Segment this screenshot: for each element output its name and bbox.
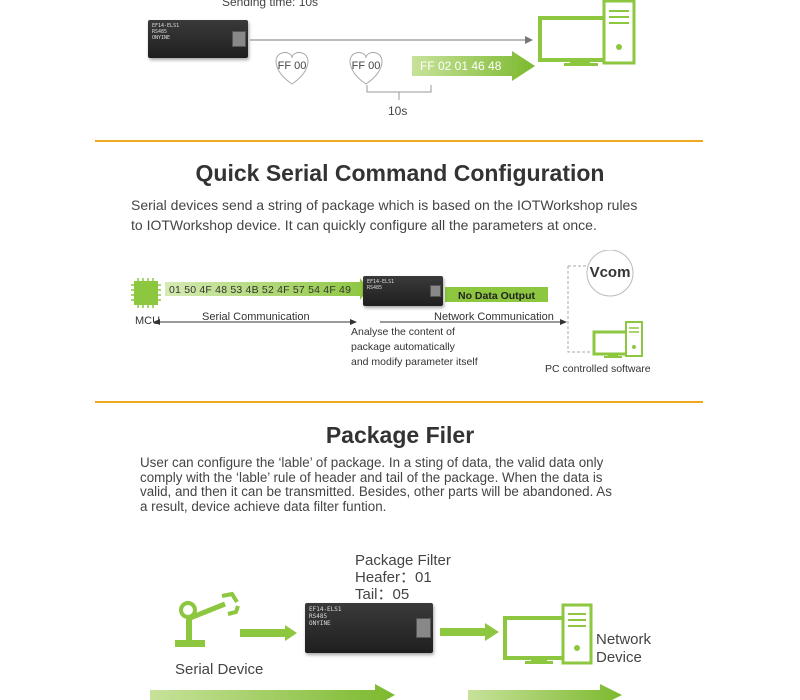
analyse-line: package automatically: [351, 341, 455, 353]
bubble-text: FF 00: [351, 60, 381, 72]
analyse-line: Analyse the content of: [351, 326, 455, 338]
description-line: to IOTWorkshop device. It can quickly co…: [131, 217, 597, 233]
serial-comm-label: Serial Communication: [202, 311, 310, 323]
section-divider: [95, 401, 703, 403]
filter-tail: Tail：05: [355, 586, 410, 603]
filter-title: Package Filter: [355, 552, 451, 569]
network-device-line: Network: [596, 631, 652, 648]
bubble-text: FF 00: [277, 60, 307, 72]
description-line: valid, and then it can be transmitted. B…: [140, 484, 612, 499]
serial-device-label: Serial Device: [175, 661, 264, 678]
section2-graphics: [131, 250, 643, 358]
vcom-circle-icon: [586, 250, 634, 297]
network-device-line: Device: [596, 649, 642, 666]
section-description: Serial devices send a string of package …: [131, 195, 637, 235]
pc-monitor-icon: [503, 603, 593, 665]
heart-bubble-icon: [349, 52, 383, 85]
mcu-label: MCU: [135, 315, 161, 327]
description-line: Serial devices send a string of package …: [131, 197, 638, 213]
network-device-label: Network Device: [596, 631, 651, 667]
section-divider: [95, 140, 703, 142]
description-line: comply with the ‘lable’ rule of header a…: [140, 469, 603, 485]
pc-software-label: PC controlled software: [545, 363, 651, 375]
filter-header: Heafer：01: [355, 569, 432, 586]
description-line: User can configure the ‘lable’ of packag…: [140, 455, 604, 470]
analyse-note: Analyse the content of package automatic…: [351, 325, 478, 370]
section3-graphics: [150, 591, 622, 700]
analyse-line: and modify parameter itself: [351, 356, 478, 368]
description-line: a result, device achieve data filter fun…: [140, 498, 387, 514]
packet-text: FF 02 01 46 48: [420, 59, 502, 73]
heart-bubble-icon: [275, 52, 309, 85]
pc-monitor-icon: [592, 321, 643, 358]
sending-time-label: Sending time: 10s: [222, 0, 319, 9]
network-comm-label: Network Communication: [434, 311, 554, 323]
section1-graphics: [250, 0, 636, 100]
mcu-chip-icon: [131, 278, 161, 308]
robot-arm-icon: [175, 591, 240, 647]
section-title: Package Filer: [325, 422, 475, 448]
filter-config: Package Filter Heafer：01 Tail：05: [355, 552, 451, 603]
vcom-label: Vcom: [589, 264, 631, 281]
no-data-output-label: No Data Output: [458, 290, 535, 302]
hex-string: 01 50 4F 48 53 4B 52 4F 57 54 4F 49: [169, 284, 352, 296]
section-title: Quick Serial Command Configuration: [195, 160, 605, 186]
pc-monitor-icon: [538, 0, 636, 66]
section-description: User can configure the ‘lable’ of packag…: [140, 455, 612, 514]
interval-label: 10s: [388, 104, 408, 118]
